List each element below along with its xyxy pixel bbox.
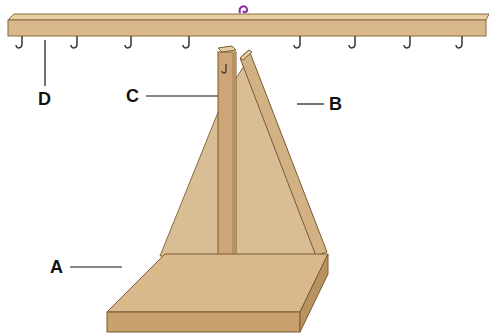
part-label: D xyxy=(38,90,51,108)
part-label: A xyxy=(50,258,63,276)
part-label: B xyxy=(329,95,342,113)
leader-line xyxy=(45,40,324,267)
part-label: C xyxy=(126,87,139,105)
